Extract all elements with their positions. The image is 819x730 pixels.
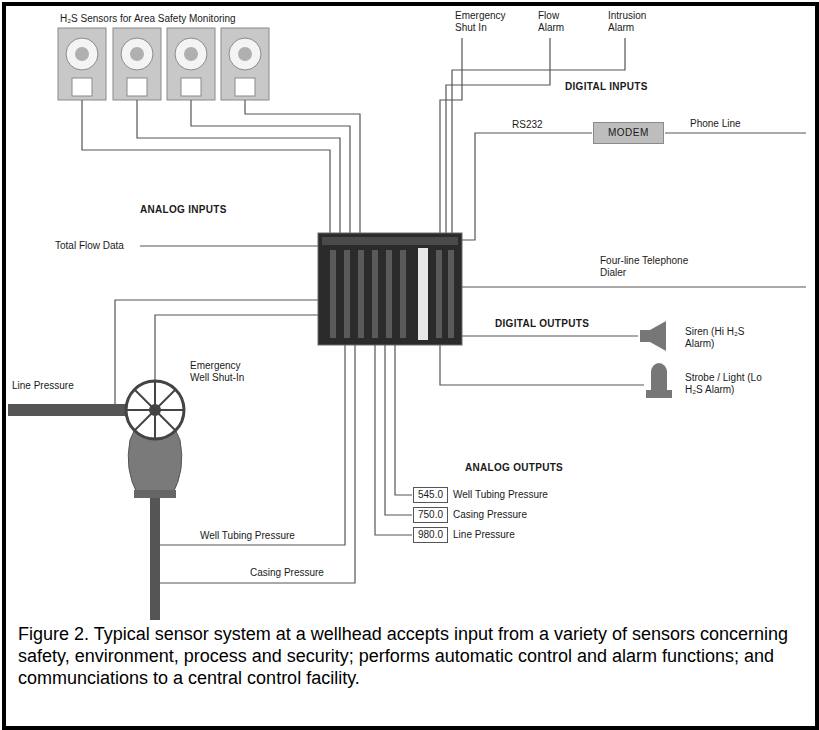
rs232-cable: [462, 133, 592, 240]
well-pipe: [150, 495, 160, 620]
strobe-dome: [651, 363, 667, 381]
card-slot: [372, 250, 378, 338]
input-label: Well Tubing Pressure: [200, 530, 295, 542]
card-face: [418, 248, 428, 340]
input-label: Intrusion Alarm: [608, 10, 660, 34]
sensor-core: [238, 47, 252, 61]
input-label: Flow Alarm: [538, 10, 576, 34]
section-heading: DIGITAL OUTPUTS: [495, 318, 589, 330]
sensor-housing: [167, 28, 215, 100]
valve-flange: [134, 490, 176, 498]
sensor-wire: [82, 100, 330, 233]
input-label: Emergency Shut In: [455, 10, 509, 34]
analog-input-wire: [160, 345, 345, 545]
strobe-symbol: [646, 363, 672, 398]
pressure-display: 545.0 Well Tubing Pressure: [413, 487, 548, 503]
wellhead: [8, 381, 184, 620]
handwheel-hub: [149, 404, 161, 416]
phone-line: [665, 132, 806, 133]
sensor-head: [121, 38, 153, 70]
sensor-housing: [58, 28, 106, 100]
sensor-core: [130, 47, 144, 61]
signal-wires: [82, 38, 806, 583]
display-value: 980.0: [413, 527, 448, 543]
section-heading: ANALOG INPUTS: [140, 204, 227, 216]
card-slot: [436, 250, 442, 338]
siren-symbol: [640, 321, 666, 351]
sensor-head: [175, 38, 207, 70]
sensor-wire: [245, 100, 360, 233]
sensor-wire: [137, 100, 340, 233]
input-label: Casing Pressure: [250, 567, 324, 579]
sensor-plate: [72, 78, 92, 96]
sensor-head: [66, 38, 98, 70]
section-heading: ANALOG OUTPUTS: [465, 462, 563, 474]
card-slot: [330, 250, 336, 338]
handwheel-rim: [126, 381, 184, 439]
handwheel-spokes: [126, 381, 184, 439]
digital-input-wire: [446, 38, 550, 233]
device-label: Four-line Telephone Dialer: [600, 255, 712, 279]
card-slot: [344, 250, 350, 338]
alarm-label: Siren (Hi H₂S Alarm): [685, 326, 775, 350]
alarm-label: Strobe / Light (Lo H₂S Alarm): [685, 372, 775, 396]
sensor-head: [229, 38, 261, 70]
analog-input-wire: [160, 345, 355, 583]
digital-output-wire: [462, 335, 638, 336]
analog-output-wire: [375, 345, 412, 535]
strobe-base: [646, 390, 672, 398]
line-label: Phone Line: [690, 118, 741, 130]
sensor-core: [75, 47, 89, 61]
digital-output-wire: [440, 345, 644, 385]
sensor-plate: [181, 78, 201, 96]
sensor-plate: [235, 78, 255, 96]
analog-input-wire: [140, 245, 318, 246]
dialer-line: [462, 286, 806, 287]
input-label: Line Pressure: [12, 380, 74, 392]
card-slot: [400, 250, 406, 338]
display-label: Well Tubing Pressure: [453, 489, 548, 501]
valve-label: Emergency Well Shut-In: [190, 360, 262, 384]
display-value: 750.0: [413, 507, 448, 523]
digital-input-wire: [440, 38, 462, 233]
spoke: [135, 390, 176, 431]
modem-label: MODEM: [608, 127, 649, 138]
siren-horn: [650, 321, 666, 351]
sensor-housing: [221, 28, 269, 100]
input-label: Total Flow Data: [55, 240, 124, 252]
port-label: RS232: [512, 119, 543, 131]
sensor-group-label: H₂S Sensors for Area Safety Monitoring: [60, 13, 236, 25]
siren-body: [640, 330, 650, 342]
card-slot: [448, 250, 454, 338]
sensor-housing: [113, 28, 161, 100]
figure-caption: Figure 2. Typical sensor system at a wel…: [18, 624, 800, 690]
pressure-display: 980.0 Line Pressure: [413, 527, 515, 543]
section-heading: DIGITAL INPUTS: [565, 81, 648, 93]
analog-output-wire: [395, 345, 412, 495]
sensor-core: [184, 47, 198, 61]
card-slot: [358, 250, 364, 338]
display-label: Casing Pressure: [453, 509, 527, 521]
controller-housing: [318, 233, 462, 345]
sensor-plate: [127, 78, 147, 96]
modem-box: MODEM: [593, 122, 664, 144]
rtu-controller: [318, 233, 462, 345]
h2s-sensors: [58, 28, 269, 100]
display-label: Line Pressure: [453, 529, 515, 541]
card-slot: [386, 250, 392, 338]
pressure-display: 750.0 Casing Pressure: [413, 507, 527, 523]
display-value: 545.0: [413, 487, 448, 503]
controller-rail: [322, 237, 458, 245]
spoke: [135, 390, 176, 431]
analog-output-wire: [385, 345, 412, 515]
